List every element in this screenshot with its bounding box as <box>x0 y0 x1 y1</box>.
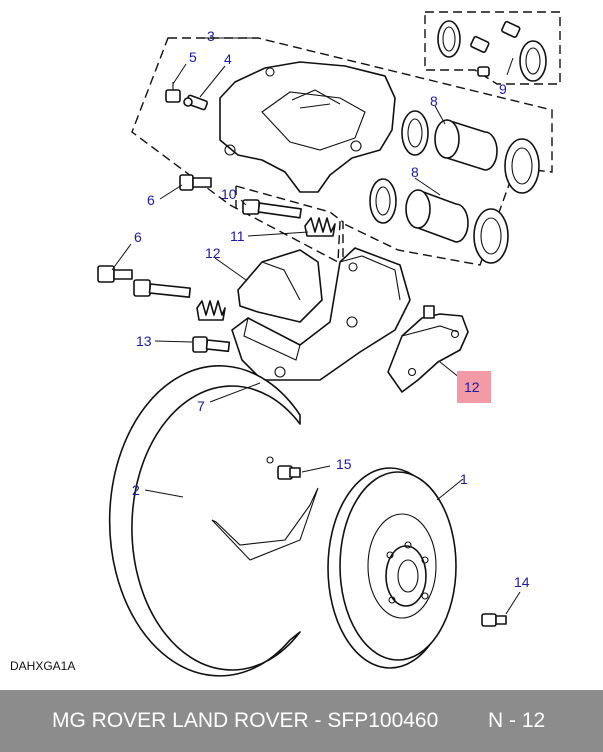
brake-disc-1 <box>327 467 457 669</box>
bleed-nipple-4 <box>183 94 209 111</box>
callout-14: 14 <box>514 574 530 590</box>
callout-11: 11 <box>230 228 245 244</box>
callout-15: 15 <box>336 456 352 472</box>
seal-kit-parts <box>437 20 547 82</box>
bolt-6-upper <box>179 174 212 191</box>
bolt-15 <box>277 465 301 480</box>
guide-bolt <box>133 279 226 321</box>
callout-6-upper: 6 <box>147 192 155 208</box>
callout-8-upper: 8 <box>430 93 438 109</box>
bolt-13 <box>192 336 231 353</box>
callout-1: 1 <box>460 471 468 487</box>
footer-bar: MG ROVER LAND ROVER - SFP100460 N - 12 <box>0 690 603 752</box>
screw-14 <box>481 613 507 627</box>
dust-shield-2 <box>108 365 319 677</box>
callout-2: 2 <box>132 482 140 498</box>
exploded-brake-diagram: 3 5 4 9 8 8 6 10 11 6 12 13 7 12 2 15 1 … <box>97 11 561 677</box>
piston-lower <box>369 178 509 264</box>
caliper-kit-boundary <box>131 37 553 266</box>
callout-12-outer: 12 <box>464 379 480 395</box>
guide-pin-kit-boundary <box>235 185 344 262</box>
callout-10: 10 <box>221 186 237 202</box>
footer-page-number: N - 12 <box>488 709 546 732</box>
callout-9: 9 <box>499 81 507 97</box>
callout-4: 4 <box>224 51 232 67</box>
callout-6-lower: 6 <box>134 229 142 245</box>
caliper-body <box>219 61 396 193</box>
footer-title: MG ROVER LAND ROVER - SFP100460 <box>52 709 439 732</box>
callout-8-lower: 8 <box>411 164 419 180</box>
callout-3: 3 <box>207 28 215 44</box>
callout-13: 13 <box>136 333 152 349</box>
leader-lines <box>111 57 521 615</box>
callout-5: 5 <box>189 49 197 65</box>
seal-kit-boundary <box>424 11 561 85</box>
bolt-6-lower <box>97 265 133 283</box>
guide-pin-10 <box>242 199 302 219</box>
spring-11 <box>304 217 336 237</box>
callout-7: 7 <box>197 398 205 414</box>
piston-upper <box>401 110 540 194</box>
caliper-carrier-7 <box>231 247 411 381</box>
highlighted-part-marker <box>457 371 491 403</box>
callout-12-inner: 12 <box>205 245 221 261</box>
brake-pad-12-outer <box>387 305 469 393</box>
bolt-5 <box>165 82 181 103</box>
brake-pad-12-inner <box>237 249 323 323</box>
drawing-code: DAHXGA1A <box>10 659 76 673</box>
